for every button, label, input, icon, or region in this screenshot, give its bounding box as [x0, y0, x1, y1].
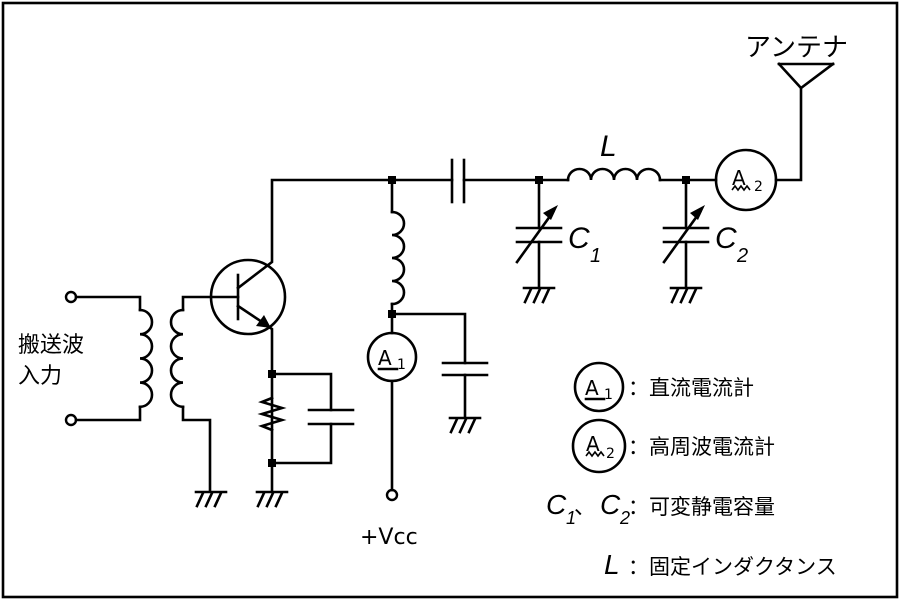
- carrier-input-label-line2: 入力: [18, 364, 62, 389]
- legend-c-description: ：可変静電容量: [628, 495, 775, 519]
- c1-label: C: [568, 222, 590, 255]
- legend-l-letter: L: [604, 549, 620, 580]
- coupling-capacitor: [390, 158, 540, 204]
- vcc-terminal: [385, 488, 399, 502]
- legend-a2-letter: A: [586, 432, 600, 456]
- antenna-label: アンテナ: [745, 33, 848, 63]
- legend-a2: [571, 418, 627, 474]
- legend-c1-letter: C: [546, 489, 567, 520]
- emitter-network: [257, 370, 355, 467]
- legend-a1: [573, 361, 625, 413]
- legend-a1-subscript: 1: [604, 387, 613, 403]
- c1-subscript: 1: [590, 245, 601, 267]
- rf-ammeter-a2: [714, 148, 778, 212]
- legend-c-separator: 、: [574, 495, 596, 520]
- legend-c2-subscript: 2: [619, 508, 630, 528]
- vcc-label: +Vcc: [360, 525, 418, 550]
- ground-symbol: [522, 286, 556, 304]
- inductor-l: [537, 167, 688, 182]
- meter-a1-subscript: 1: [397, 357, 406, 373]
- legend-a2-description: ：高周波電流計: [628, 435, 775, 459]
- ground-symbol: [194, 490, 228, 508]
- input-transformer: [64, 290, 240, 492]
- variable-capacitor-c2: [662, 176, 710, 288]
- carrier-input-label-line1: 搬送波: [18, 333, 84, 358]
- ground-symbol: [669, 286, 703, 304]
- bypass-capacitor: [390, 312, 489, 418]
- legend-l-description: ：固定インダクタンス: [628, 555, 837, 579]
- transistor: [209, 178, 394, 492]
- meter-a2-subscript: 2: [754, 179, 763, 195]
- ground-symbol: [255, 490, 289, 508]
- rf-choke: [388, 176, 406, 318]
- legend-a1-letter: A: [585, 376, 599, 400]
- meter-a2-letter: A: [732, 166, 746, 190]
- dc-ammeter-a1: [366, 331, 418, 383]
- legend-c2-letter: C: [600, 489, 621, 520]
- c2-label: C: [715, 222, 737, 255]
- legend-a2-subscript: 2: [606, 446, 615, 462]
- antenna-symbol: [777, 62, 835, 90]
- inductor-label: L: [600, 130, 617, 163]
- meter-a1-letter: A: [378, 346, 392, 370]
- c2-subscript: 2: [736, 245, 748, 267]
- legend-c1-subscript: 1: [566, 508, 576, 528]
- variable-capacitor-c1: [515, 176, 563, 288]
- ground-symbol: [448, 416, 482, 434]
- legend-a1-description: ：直流電流計: [628, 376, 754, 400]
